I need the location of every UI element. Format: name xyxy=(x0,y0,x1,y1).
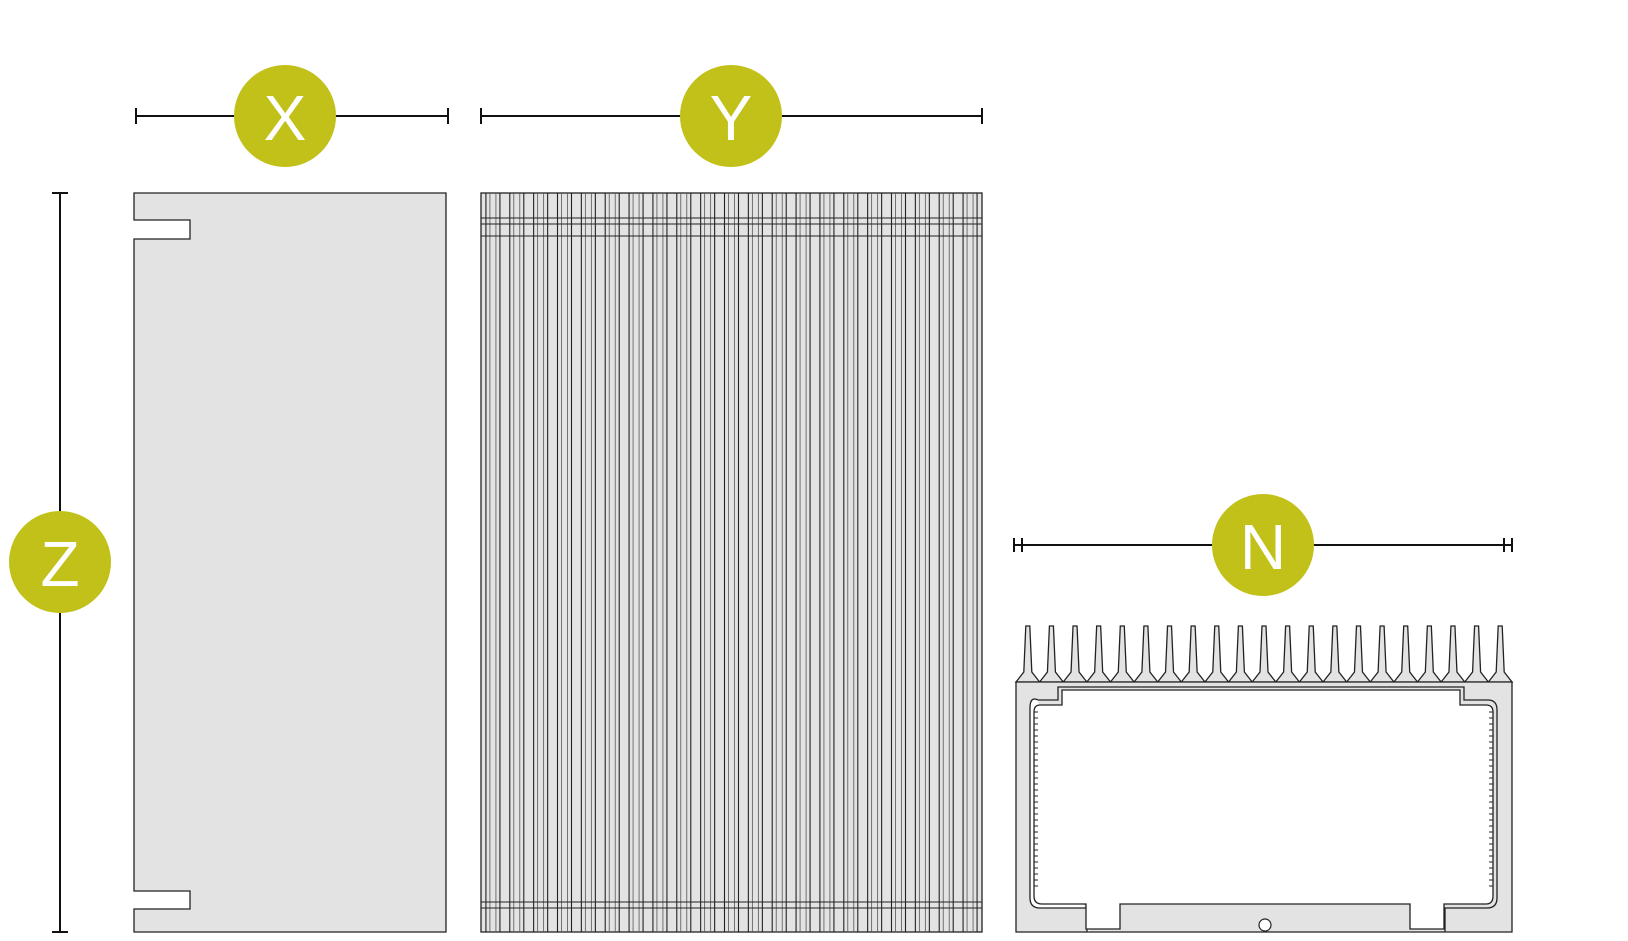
dimension-y-label: Y xyxy=(710,82,753,154)
dimension-z-badge xyxy=(9,511,111,613)
profile-inner-cavity xyxy=(1033,689,1494,930)
dimension-n-badge xyxy=(1212,494,1314,596)
dimension-y-badge xyxy=(680,65,782,167)
dimension-n: N xyxy=(1013,494,1513,596)
heatsink-finned-top-view-icon xyxy=(480,192,983,933)
dimension-x-badge xyxy=(234,65,336,167)
top-view-bands xyxy=(481,217,982,909)
profile-inner-teeth xyxy=(1034,711,1493,887)
dimension-n-label: N xyxy=(1240,511,1286,583)
dimension-x-label: X xyxy=(264,82,307,154)
dimension-z: Z xyxy=(9,192,111,933)
heatsink-extrusion-profile-icon xyxy=(1014,625,1514,933)
profile-top-fins xyxy=(1014,625,1514,684)
top-view-outline xyxy=(480,192,983,933)
heatsink-side-view-icon xyxy=(133,192,447,933)
profile-bottom-screw-slot xyxy=(1258,918,1272,932)
dimension-y: Y xyxy=(480,65,983,167)
top-view-fin-grooves xyxy=(485,193,978,932)
dimension-z-label: Z xyxy=(40,528,79,600)
dimension-x: X xyxy=(135,65,449,167)
